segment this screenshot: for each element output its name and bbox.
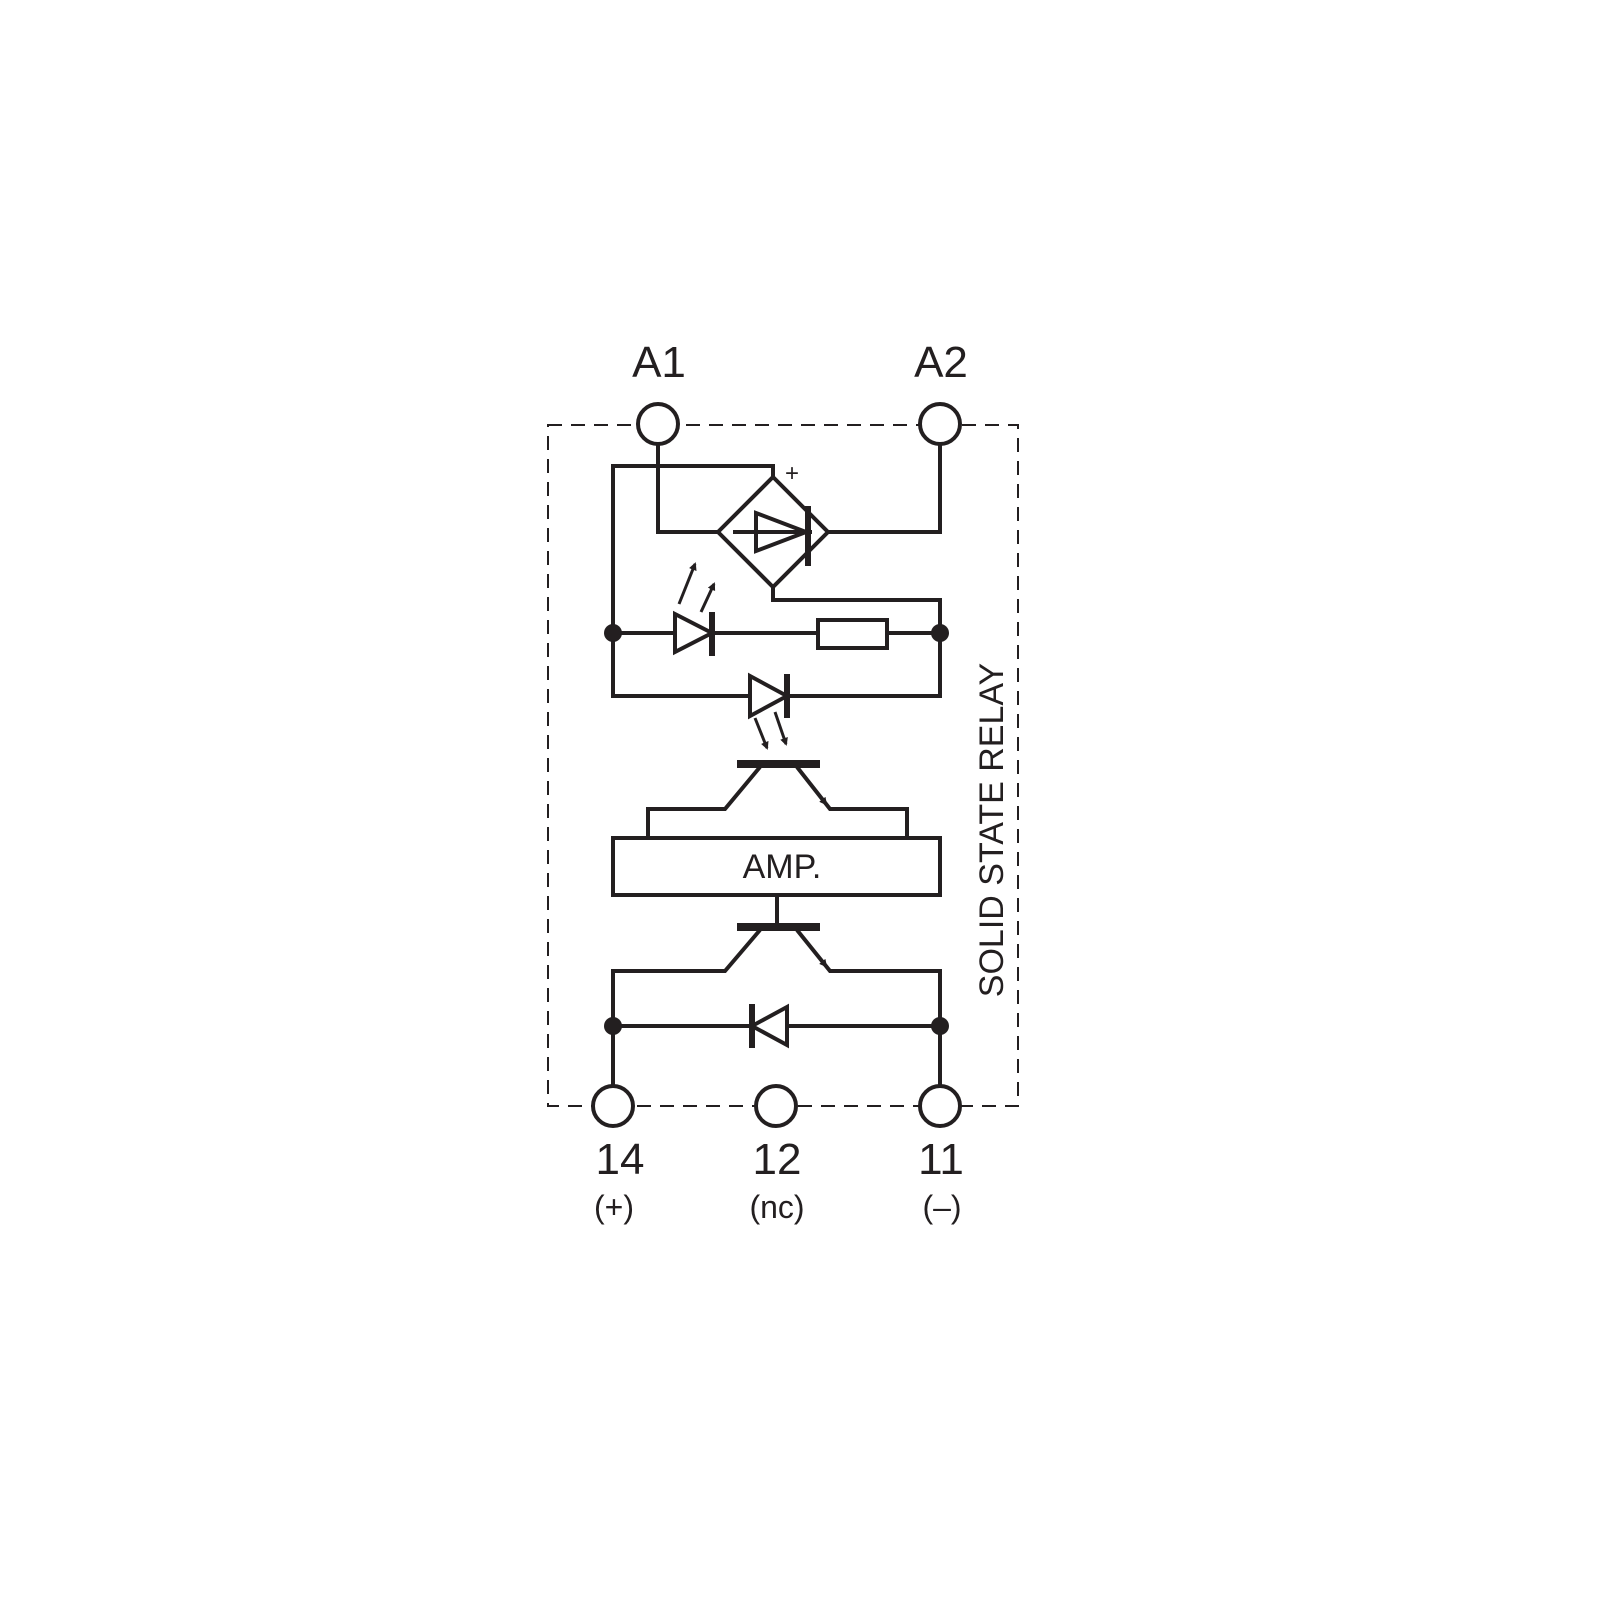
relay-title: SOLID STATE RELAY xyxy=(973,663,1011,997)
terminal-12-label: 12 xyxy=(753,1135,802,1184)
terminal-14-label: 14 xyxy=(596,1135,645,1184)
terminal-a1[interactable] xyxy=(636,402,680,446)
optocoupler-led-icon xyxy=(748,672,792,750)
terminal-14-polarity: (+) xyxy=(594,1189,634,1225)
junction-dot xyxy=(604,1017,622,1035)
bridge-diode-icon xyxy=(733,506,812,566)
terminal-11-label: 11 xyxy=(918,1135,964,1184)
terminal-14[interactable] xyxy=(591,1084,635,1128)
protection-diode-icon xyxy=(747,1003,789,1049)
resistor-icon xyxy=(816,618,889,650)
led-indicator-icon xyxy=(673,562,717,656)
phototransistor-icon xyxy=(646,760,909,838)
junction-dot xyxy=(604,624,622,642)
wire-a2 xyxy=(828,444,942,534)
terminal-12[interactable] xyxy=(754,1084,798,1128)
polarity-mark: + xyxy=(785,460,799,487)
junction-dot xyxy=(931,624,949,642)
wire-a1 xyxy=(656,444,718,534)
terminal-a1-label: A1 xyxy=(632,338,686,387)
terminal-a2-label: A2 xyxy=(914,338,968,387)
terminal-12-polarity: (nc) xyxy=(749,1189,804,1225)
terminal-11-polarity: (–) xyxy=(922,1189,961,1225)
junction-dot xyxy=(931,1017,949,1035)
output-transistor-icon xyxy=(611,923,942,1086)
terminal-11[interactable] xyxy=(918,1084,962,1128)
terminal-a2[interactable] xyxy=(918,402,962,446)
amplifier-label: AMP. xyxy=(743,848,822,886)
